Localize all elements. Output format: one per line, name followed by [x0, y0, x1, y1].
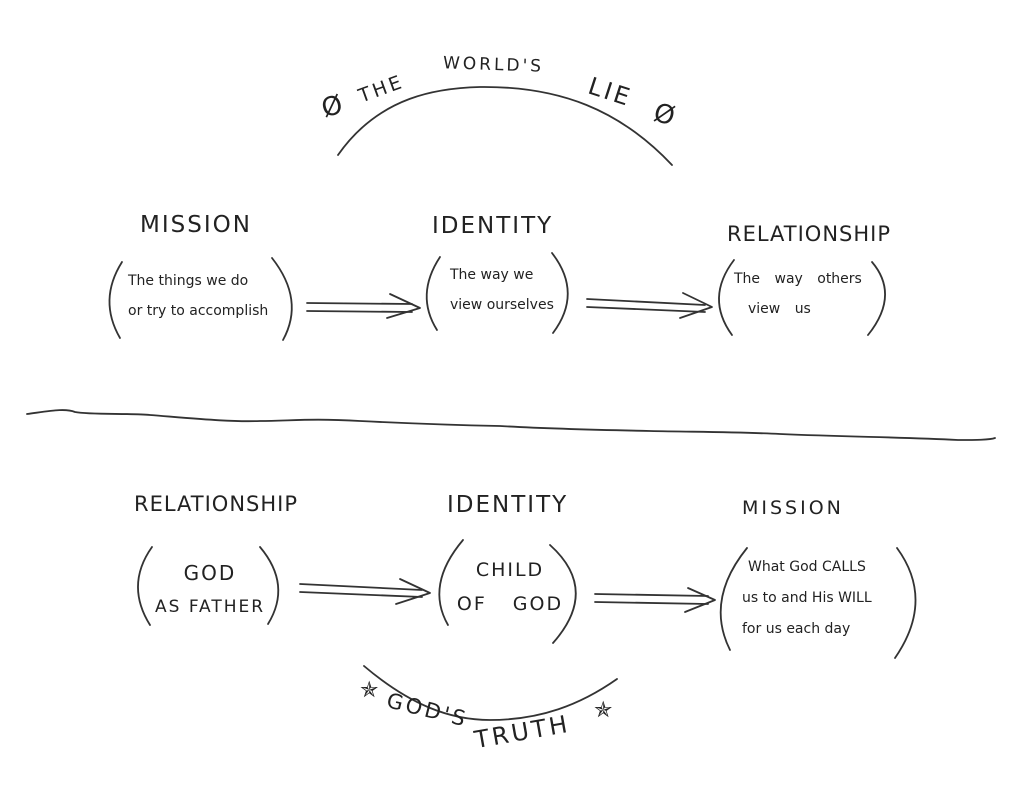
- mission-bracket-right: [271, 257, 293, 341]
- identity-bracket-right-bottom: [549, 544, 577, 644]
- star-icon: ✯: [594, 698, 613, 723]
- identity-bracket-right: [551, 252, 569, 334]
- desc-line: What God CALLS: [748, 559, 866, 575]
- node-title: MISSION: [742, 497, 844, 519]
- bottom-arrow-1: [299, 578, 431, 605]
- node-title: RELATIONSHIP: [727, 222, 892, 246]
- section-divider: [26, 409, 996, 441]
- relationship-bracket-left: [718, 259, 735, 336]
- star-icon: ✯: [360, 678, 379, 703]
- relationship-bracket-right-bottom: [259, 546, 280, 625]
- desc-line: view ourselves: [450, 297, 554, 313]
- desc-line: OF GOD: [456, 593, 564, 615]
- top-arrow-1: [306, 293, 421, 319]
- mission-bracket-left-bottom: [719, 547, 748, 651]
- bottom-node-relationship-desc: GOD AS FATHER: [155, 556, 265, 624]
- bottom-arrow-2: [594, 587, 716, 613]
- bottom-node-relationship: RELATIONSHIP: [134, 492, 298, 516]
- world-lie-arc: [337, 86, 673, 166]
- desc-line: view us: [748, 301, 811, 317]
- node-title: IDENTITY: [432, 213, 554, 239]
- desc-line: The way we: [450, 267, 534, 283]
- gods-truth-arc: [363, 665, 618, 721]
- mission-bracket-left: [108, 261, 123, 339]
- top-node-mission: MISSION: [140, 212, 252, 238]
- top-node-relationship-desc: The way others view us: [734, 264, 862, 324]
- node-title: IDENTITY: [447, 492, 569, 518]
- top-arrow-2: [586, 292, 713, 319]
- bottom-node-identity-desc: CHILD OF GOD: [455, 553, 565, 621]
- bottom-node-mission-desc: What God CALLS us to and His WILL for us…: [742, 552, 872, 645]
- arc-word-worlds: WORLD'S: [442, 53, 545, 77]
- desc-line: for us each day: [742, 621, 851, 637]
- top-node-identity-desc: The way we view ourselves: [450, 260, 554, 320]
- mission-bracket-right-bottom: [894, 547, 917, 659]
- relationship-bracket-right: [867, 261, 886, 336]
- desc-line: The way others: [734, 271, 862, 287]
- identity-bracket-left-bottom: [438, 539, 464, 626]
- top-node-mission-desc: The things we do or try to accomplish: [128, 266, 268, 326]
- top-node-identity: IDENTITY: [432, 213, 553, 239]
- top-node-relationship: RELATIONSHIP: [727, 222, 891, 246]
- desc-line: GOD: [183, 561, 237, 585]
- node-title: RELATIONSHIP: [134, 492, 299, 516]
- desc-line: or try to accomplish: [128, 303, 269, 319]
- bottom-node-mission: MISSION: [742, 497, 844, 519]
- node-title: MISSION: [140, 212, 252, 238]
- bottom-node-identity: IDENTITY: [447, 492, 568, 518]
- identity-bracket-left: [425, 256, 441, 331]
- desc-line: AS FATHER: [155, 597, 266, 617]
- desc-line: us to and His WILL: [742, 590, 872, 606]
- desc-line: CHILD: [475, 559, 545, 581]
- relationship-bracket-left-bottom: [137, 546, 153, 626]
- desc-line: The things we do: [128, 273, 249, 289]
